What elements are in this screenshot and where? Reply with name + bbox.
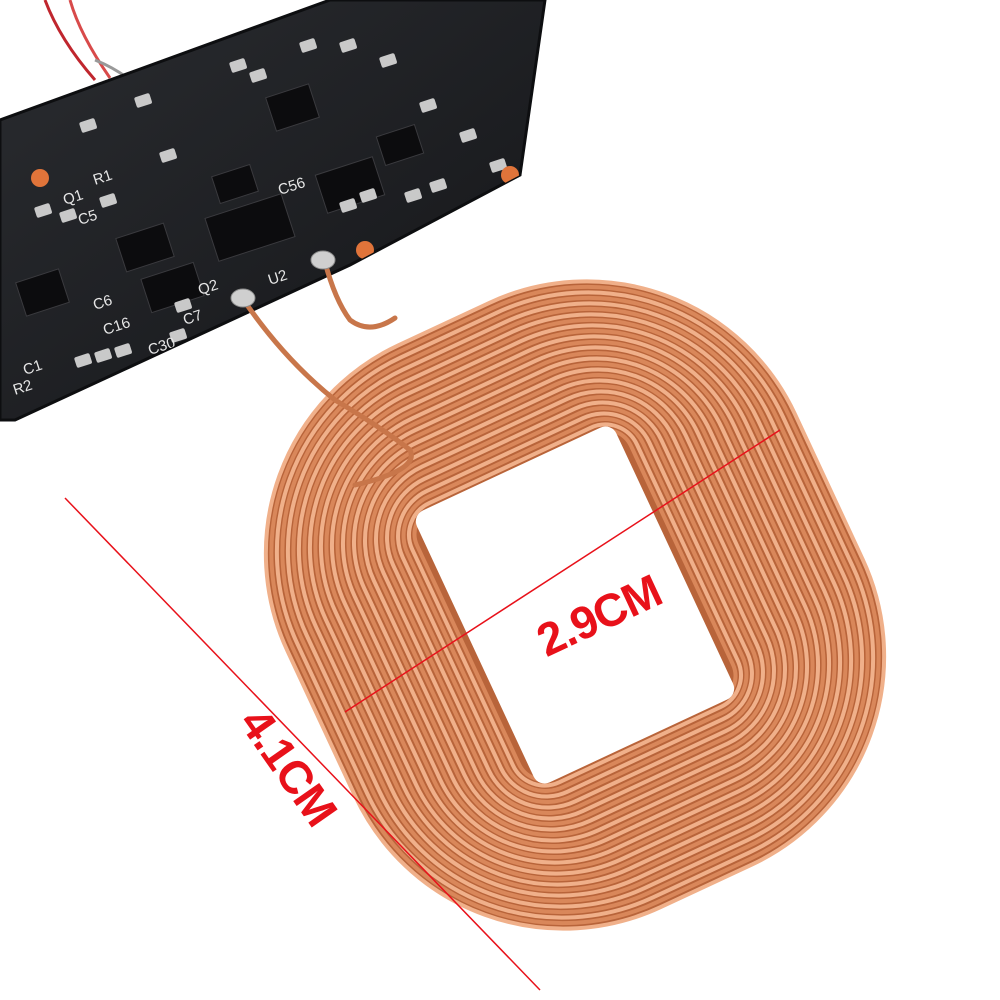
solder-pad	[419, 98, 437, 113]
silkscreen-label: C7	[181, 307, 205, 329]
silkscreen-label: C5	[76, 207, 100, 229]
solder-pad	[174, 298, 192, 313]
height-dimension-line	[64, 497, 541, 991]
solder-pad	[74, 353, 92, 368]
solder-joint-right	[310, 250, 336, 270]
solder-pad	[404, 188, 422, 203]
coil-winding	[379, 395, 771, 815]
ic-chip	[115, 222, 175, 273]
silkscreen-label: R2	[11, 377, 35, 399]
coil-winding	[280, 295, 870, 915]
coil-winding	[368, 383, 782, 827]
solder-pad	[429, 178, 447, 193]
coil-winding	[362, 378, 788, 832]
coil-winding	[302, 317, 848, 893]
solder-pad	[134, 93, 152, 108]
coil-opening	[415, 426, 735, 784]
solder-pad	[459, 128, 477, 143]
solder-pad	[359, 188, 377, 203]
solder-pad	[489, 158, 507, 173]
solder-pad	[34, 203, 52, 218]
coil-winding	[318, 334, 832, 876]
silkscreen-label: C1	[21, 357, 45, 379]
silkscreen-label: C6	[91, 292, 115, 314]
solder-pad	[99, 193, 117, 208]
solder-pad	[94, 348, 112, 363]
ic-chip	[211, 163, 259, 205]
coil-winding	[401, 417, 749, 793]
solder-pad	[169, 328, 187, 343]
solder-pad	[379, 53, 397, 68]
coil-lead-left	[242, 299, 414, 488]
coil-winding	[274, 290, 876, 920]
width-dimension-line	[344, 429, 781, 713]
coil-winding	[335, 350, 815, 860]
ic-chip	[265, 83, 320, 132]
solder-pad	[79, 118, 97, 133]
mounting-hole	[356, 241, 374, 259]
coil-winding	[263, 279, 887, 931]
solder-pad	[249, 68, 267, 83]
solder-pad	[114, 343, 132, 358]
silkscreen-label: R1	[91, 167, 115, 189]
silkscreen-label: Q1	[61, 186, 85, 208]
ic-chip	[375, 123, 425, 167]
dimension-lines	[64, 429, 781, 991]
coil-winding	[396, 411, 754, 799]
coil-lead-right	[322, 259, 398, 330]
coil-winding	[407, 422, 743, 788]
ic-chip	[204, 193, 296, 262]
solder-pad	[299, 38, 317, 53]
coil-winding	[329, 345, 821, 865]
coil-winding	[269, 284, 881, 926]
coil-winding	[313, 328, 837, 882]
coil-winding	[307, 323, 843, 887]
coil-winding	[324, 339, 826, 871]
coil-winding	[296, 312, 854, 898]
solder-pad	[59, 208, 77, 223]
solder-pad	[339, 198, 357, 213]
coil-winding	[374, 389, 776, 821]
copper-coil	[230, 250, 887, 931]
coil-winding	[390, 406, 760, 804]
coil-winding	[385, 400, 765, 810]
solder-joint-left	[230, 288, 256, 308]
solder-pad	[159, 148, 177, 163]
solder-pad	[229, 58, 247, 73]
pcb-components	[15, 38, 519, 368]
mounting-hole	[31, 169, 49, 187]
coil-winding	[351, 367, 799, 843]
coil-winding	[346, 361, 804, 849]
coil-winding	[340, 356, 810, 854]
silkscreen-label: U2	[266, 267, 290, 289]
silkscreen-label: Q2	[196, 276, 220, 298]
solder-pad	[339, 38, 357, 53]
coil-winding	[285, 301, 865, 909]
ic-chip	[15, 268, 70, 317]
coil-winding	[357, 372, 793, 838]
